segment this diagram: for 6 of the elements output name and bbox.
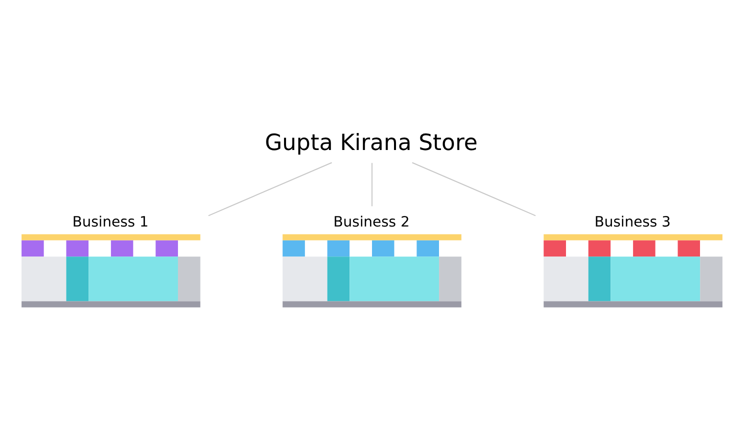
node-label: Business 3 [594, 214, 671, 230]
connector [412, 162, 536, 216]
connector [208, 162, 332, 216]
node-label: Business 2 [333, 214, 410, 230]
node-text: Gupta Kirana Store [264, 130, 478, 156]
node-label: Business 1 [72, 214, 149, 230]
